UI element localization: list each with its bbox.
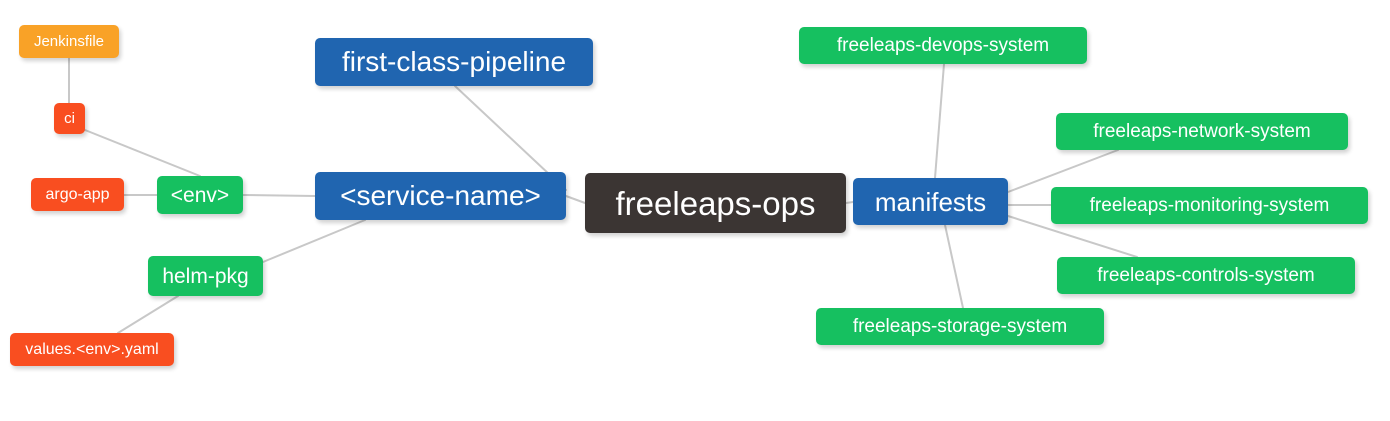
mindmap-node-label: ci — [64, 110, 75, 127]
mindmap-node-manifests[interactable]: manifests — [853, 178, 1008, 225]
mindmap-node-helm-pkg[interactable]: helm-pkg — [148, 256, 263, 296]
mindmap-node-jenkinsfile[interactable]: Jenkinsfile — [19, 25, 119, 58]
mindmap-node-devops-system[interactable]: freeleaps-devops-system — [799, 27, 1087, 64]
mindmap-edge-manifests-to-network-system — [1007, 149, 1119, 193]
mindmap-node-first-class-pipeline[interactable]: first-class-pipeline — [315, 38, 593, 86]
mindmap-node-network-system[interactable]: freeleaps-network-system — [1056, 113, 1348, 150]
mindmap-node-ci[interactable]: ci — [54, 103, 85, 134]
mindmap-node-label: manifests — [874, 186, 987, 217]
mindmap-node-label: freeleaps-ops — [615, 184, 816, 222]
mindmap-node-label: first-class-pipeline — [341, 46, 567, 77]
mindmap-node-freeleaps-ops[interactable]: freeleaps-ops — [585, 173, 846, 233]
mindmap-node-monitoring-system[interactable]: freeleaps-monitoring-system — [1051, 187, 1368, 224]
mindmap-node-label: argo-app — [45, 185, 110, 203]
mindmap-node-label: freeleaps-storage-system — [852, 316, 1068, 337]
mindmap-node-storage-system[interactable]: freeleaps-storage-system — [816, 308, 1104, 345]
mindmap-node-label: <service-name> — [340, 180, 541, 211]
mindmap-edge-service-name-to-helm-pkg — [262, 219, 366, 263]
mindmap-node-label: <env> — [170, 183, 230, 207]
mindmap-edge-helm-pkg-to-values-yaml — [117, 295, 179, 334]
mindmap-node-label: freeleaps-network-system — [1093, 121, 1311, 142]
mindmap-edge-env-to-ci — [84, 129, 201, 177]
mindmap-edge-manifests-to-storage-system — [944, 224, 964, 309]
mindmap-node-label: values.<env>.yaml — [25, 340, 159, 358]
mindmap-node-service-name[interactable]: <service-name> — [315, 172, 566, 220]
mindmap-edge-manifests-to-devops-system — [934, 63, 945, 179]
mindmap-edge-freeleaps-ops-to-manifests — [845, 201, 854, 204]
mindmap-node-label: Jenkinsfile — [33, 33, 105, 50]
mindmap-node-controls-system[interactable]: freeleaps-controls-system — [1057, 257, 1355, 294]
mindmap-node-label: freeleaps-controls-system — [1097, 265, 1315, 286]
mindmap-node-argo-app[interactable]: argo-app — [31, 178, 124, 211]
mindmap-node-label: freeleaps-devops-system — [836, 35, 1050, 56]
mindmap-edge-service-name-to-env — [242, 194, 316, 197]
mindmap-node-env[interactable]: <env> — [157, 176, 243, 214]
mindmap-edge-freeleaps-ops-to-service-name — [565, 195, 586, 204]
mindmap-node-values-yaml[interactable]: values.<env>.yaml — [10, 333, 174, 366]
mindmap-node-label: helm-pkg — [162, 264, 249, 288]
mindmap-node-label: freeleaps-monitoring-system — [1089, 195, 1330, 216]
